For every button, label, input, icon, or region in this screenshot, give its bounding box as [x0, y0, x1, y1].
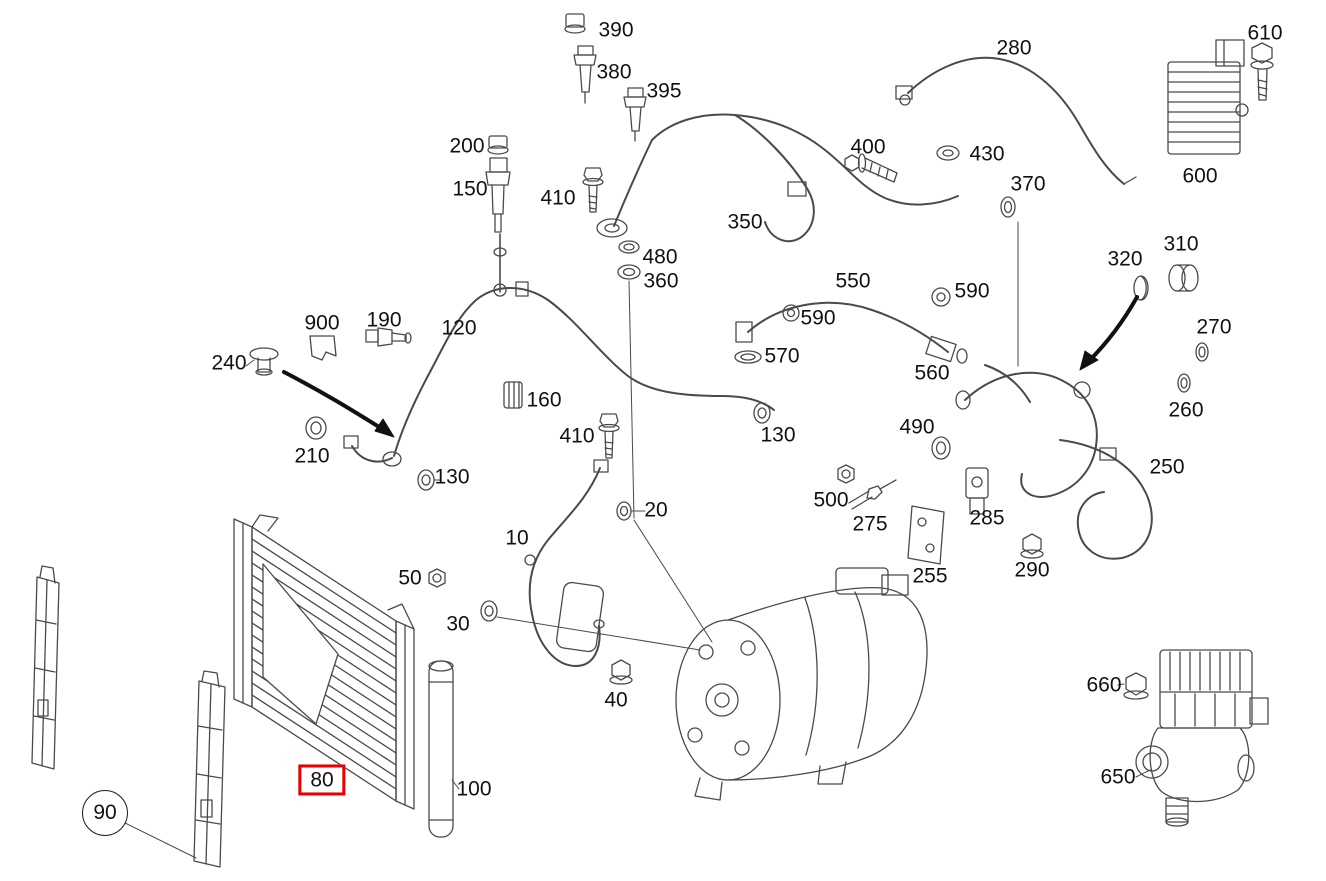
part-label-400[interactable]: 400 [850, 135, 886, 159]
part-label-90[interactable]: 90 [82, 790, 128, 836]
part-label-900[interactable]: 900 [304, 311, 340, 335]
part-label-370[interactable]: 370 [1010, 172, 1046, 196]
part-label-390[interactable]: 390 [598, 18, 634, 42]
part-label-280[interactable]: 280 [996, 36, 1032, 60]
part-label-250[interactable]: 250 [1149, 455, 1185, 479]
side-bracket-right [193, 670, 226, 868]
part-label-190[interactable]: 190 [366, 308, 402, 332]
part-label-210[interactable]: 210 [294, 444, 330, 468]
oil-cooler-drawing [1167, 39, 1249, 155]
part-label-50[interactable]: 50 [398, 566, 422, 590]
part-label-590[interactable]: 590 [800, 306, 836, 330]
part-label-290[interactable]: 290 [1014, 558, 1050, 582]
hose-350-drawing [596, 113, 959, 243]
part-label-270[interactable]: 270 [1196, 315, 1232, 339]
part-label-610[interactable]: 610 [1247, 21, 1283, 45]
part-label-380[interactable]: 380 [596, 60, 632, 84]
hose-assembly-250-drawing [955, 364, 1153, 560]
bolt-610-drawing [1250, 42, 1274, 101]
part-label-550[interactable]: 550 [835, 269, 871, 293]
part-label-660[interactable]: 660 [1086, 673, 1122, 697]
hose-280-drawing [895, 56, 1137, 185]
part-label-350[interactable]: 350 [727, 210, 763, 234]
compressor-drawing [675, 567, 928, 801]
nut-660-drawing [1123, 672, 1149, 700]
part-label-600[interactable]: 600 [1182, 164, 1218, 188]
part-label-560[interactable]: 560 [914, 361, 950, 385]
part-label-130[interactable]: 130 [434, 465, 470, 489]
part-label-275[interactable]: 275 [852, 512, 888, 536]
part-label-255[interactable]: 255 [912, 564, 948, 588]
part-label-490[interactable]: 490 [899, 415, 935, 439]
part-label-395[interactable]: 395 [646, 79, 682, 103]
part-label-240[interactable]: 240 [211, 351, 247, 375]
part-label-10[interactable]: 10 [505, 526, 529, 550]
part-label-40[interactable]: 40 [604, 688, 628, 712]
part-label-20[interactable]: 20 [644, 498, 668, 522]
part-label-80[interactable]: 80 [298, 764, 346, 796]
part-label-260[interactable]: 260 [1168, 398, 1204, 422]
receiver-drier-drawing [428, 660, 454, 838]
leader-lines [124, 221, 1151, 859]
part-label-570[interactable]: 570 [764, 344, 800, 368]
part-label-30[interactable]: 30 [446, 612, 470, 636]
part-label-160[interactable]: 160 [526, 388, 562, 412]
condenser-drawing [233, 514, 415, 810]
part-label-200[interactable]: 200 [449, 134, 485, 158]
part-label-360[interactable]: 360 [643, 269, 679, 293]
part-label-150[interactable]: 150 [452, 177, 488, 201]
part-label-130[interactable]: 130 [760, 423, 796, 447]
valve-unit-drawing [1135, 649, 1269, 827]
small-parts [249, 13, 1209, 685]
part-label-410[interactable]: 410 [559, 424, 595, 448]
pipe-120-drawing [343, 233, 775, 467]
part-label-430[interactable]: 430 [969, 142, 1005, 166]
part-label-285[interactable]: 285 [969, 506, 1005, 530]
part-label-590[interactable]: 590 [954, 279, 990, 303]
part-label-410[interactable]: 410 [540, 186, 576, 210]
part-label-320[interactable]: 320 [1107, 247, 1143, 271]
hose-10-drawing [524, 459, 609, 667]
part-label-480[interactable]: 480 [642, 245, 678, 269]
side-bracket-left [31, 565, 60, 770]
part-label-310[interactable]: 310 [1163, 232, 1199, 256]
pointer-arrows [282, 295, 1139, 438]
part-label-120[interactable]: 120 [441, 316, 477, 340]
part-label-500[interactable]: 500 [813, 488, 849, 512]
part-label-100[interactable]: 100 [456, 777, 492, 801]
hose-550-drawing [735, 301, 949, 353]
part-label-650[interactable]: 650 [1100, 765, 1136, 789]
